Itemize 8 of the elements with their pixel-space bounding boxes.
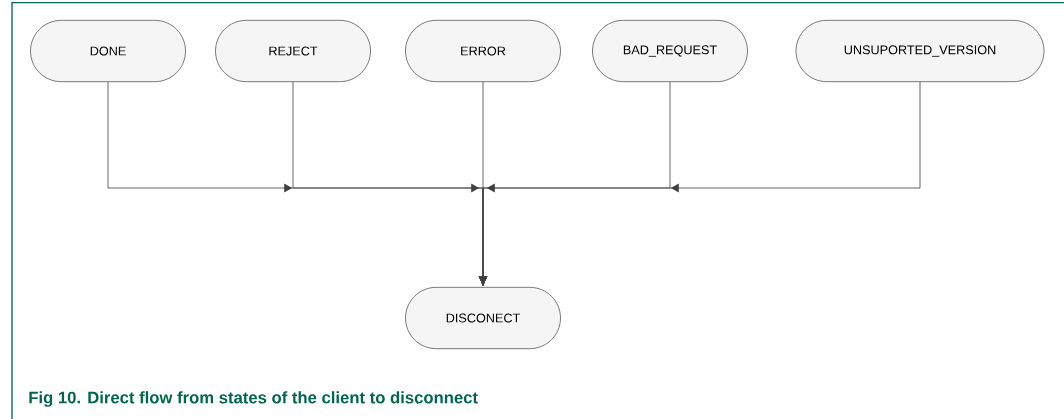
state-box: BAD_REQUEST xyxy=(592,19,748,83)
arrow xyxy=(478,81,488,286)
state-box: UNSUPORTED_VERSION xyxy=(795,19,1045,83)
state-box: DISCONECT xyxy=(405,286,561,350)
figure-caption: Fig 10. Direct flow from states of the client to disconnect xyxy=(29,391,478,407)
state-box: DONE xyxy=(30,19,186,83)
state-box: REJECT xyxy=(215,19,371,83)
state-box: ERROR xyxy=(405,19,561,83)
